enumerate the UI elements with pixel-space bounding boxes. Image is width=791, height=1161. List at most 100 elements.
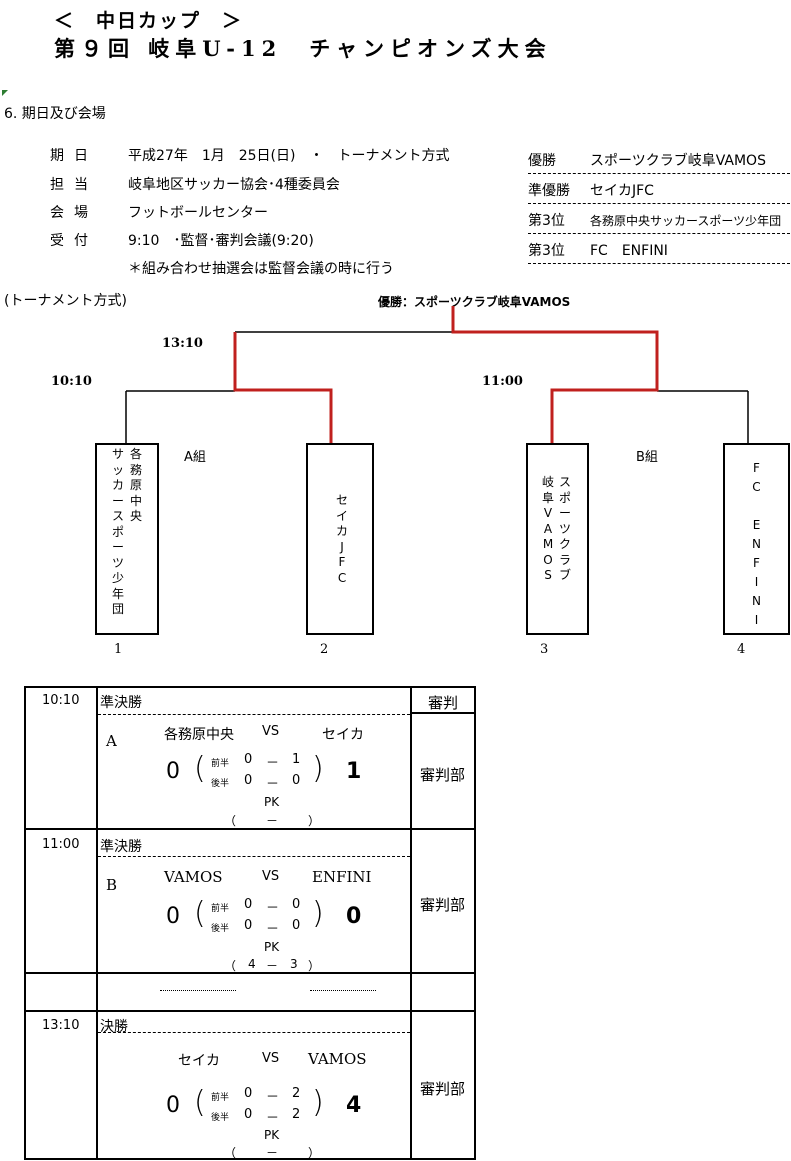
away-score: 4 xyxy=(346,1093,362,1118)
result-label: 第3位 xyxy=(528,243,565,259)
bracket-lines xyxy=(125,306,749,444)
pk-dash: － xyxy=(266,1146,279,1160)
pk-close: ） xyxy=(308,1146,321,1160)
info-value: 岐阜地区サッカー協会･4種委員会 xyxy=(128,177,340,193)
event-title: 第９回 岐阜U-12 チャンピオンズ大会 xyxy=(54,36,552,61)
divider xyxy=(98,856,410,857)
pk-close: ） xyxy=(308,959,321,973)
paren-open: ( xyxy=(194,751,206,786)
second-half-home: 0 xyxy=(244,918,253,933)
info-value: フットボールセンター xyxy=(128,205,268,221)
match-round: 準決勝 xyxy=(100,839,142,855)
result-third-1: 第3位 各務原中央サッカースポーツ少年団 xyxy=(528,204,790,234)
cell-comment-marker-icon xyxy=(2,90,8,96)
match-group: A xyxy=(106,732,117,750)
group-a-label: A組 xyxy=(184,450,206,465)
info-row-venue: 会場 フットボールセンター xyxy=(50,202,268,222)
referee: 審判部 xyxy=(420,1080,466,1098)
team-box-1: サッカースポーツ少年団 各務原中央 xyxy=(95,443,159,635)
info-value: 9:10 ･監督･審判会議(9:20) xyxy=(128,233,314,249)
first-half-away: 0 xyxy=(292,897,301,912)
match-schedule-table: 審判 10:10 準決勝 A 各務原中央 VS セイカ 0 ( 前半 後半 0 … xyxy=(24,686,476,1160)
first-half-home: 0 xyxy=(244,752,253,767)
divider xyxy=(26,1010,474,1012)
match-time: 10:10 xyxy=(42,693,80,708)
second-half-home: 0 xyxy=(244,1107,253,1122)
pk-label: PK xyxy=(264,940,280,954)
first-half-home: 0 xyxy=(244,897,253,912)
pk-dash: － xyxy=(266,959,279,973)
result-value: 各務原中央サッカースポーツ少年団 xyxy=(590,214,782,228)
team-name-col-left: サッカースポーツ少年団 xyxy=(112,447,125,616)
info-label: 会場 xyxy=(50,205,98,221)
first-half-label: 前半 xyxy=(211,759,230,769)
paren-open: ( xyxy=(194,896,206,931)
bracket-winner-label: 優勝：スポーツクラブ岐阜VAMOS xyxy=(378,295,571,309)
semi-b-time: 11:00 xyxy=(482,374,523,389)
vs-label: VS xyxy=(262,1051,280,1066)
team-number-2: 2 xyxy=(320,642,329,657)
event-subtitle: ＜ 中日カップ ＞ xyxy=(54,10,244,32)
pk-label: PK xyxy=(264,795,280,809)
result-value: スポーツクラブ岐阜VAMOS xyxy=(590,153,766,169)
home-team: VAMOS xyxy=(164,868,223,886)
match-round: 準決勝 xyxy=(100,695,142,711)
match-round: 決勝 xyxy=(100,1019,128,1035)
result-label: 準優勝 xyxy=(528,183,570,199)
home-team: 各務原中央 xyxy=(164,727,234,743)
info-row-reception: 受付 9:10 ･監督･審判会議(9:20) xyxy=(50,230,314,250)
info-row-date: 期日平成27年 1月 25日(日) ・ トーナメント方式 xyxy=(50,145,449,165)
divider xyxy=(96,688,98,1158)
divider xyxy=(26,972,474,974)
paren-close: ) xyxy=(312,1085,324,1120)
divider xyxy=(26,828,474,830)
match-group: B xyxy=(106,876,118,894)
home-score: 0 xyxy=(166,1093,180,1118)
result-champion: 優勝 スポーツクラブ岐阜VAMOS xyxy=(528,144,790,174)
divider xyxy=(410,688,412,1158)
pk-open: （ xyxy=(224,814,237,828)
pk-close: ） xyxy=(308,814,321,828)
match-time: 13:10 xyxy=(42,1018,80,1033)
second-half-label: 後半 xyxy=(211,1113,230,1123)
second-half-label: 後半 xyxy=(211,779,230,789)
first-half-dash: － xyxy=(266,901,280,916)
second-half-dash: － xyxy=(266,777,280,792)
second-half-away: 0 xyxy=(292,773,301,788)
second-half-dash: － xyxy=(266,922,280,937)
home-score: 0 xyxy=(166,904,180,929)
pk-label: PK xyxy=(264,1128,280,1142)
section-heading: 6. 期日及び会場 xyxy=(4,106,106,122)
pk-dash: － xyxy=(266,814,279,828)
second-half-away: 0 xyxy=(292,918,301,933)
result-runner-up: 準優勝 セイカJFC xyxy=(528,174,790,204)
first-half-label: 前半 xyxy=(211,1093,230,1103)
pk-away: 3 xyxy=(290,957,298,971)
second-half-dash: － xyxy=(266,1111,280,1126)
away-team: ENFINI xyxy=(312,868,372,886)
tournament-format-label: (トーナメント方式) xyxy=(4,293,127,309)
placeholder-dots xyxy=(310,990,376,991)
vs-label: VS xyxy=(262,869,280,884)
info-row-organizer: 担当 岐阜地区サッカー協会･4種委員会 xyxy=(50,174,340,194)
final-time: 13:10 xyxy=(162,336,203,351)
match-time: 11:00 xyxy=(42,837,80,852)
away-score: 1 xyxy=(346,759,362,784)
second-half-label: 後半 xyxy=(211,924,230,934)
second-half-away: 2 xyxy=(292,1107,301,1122)
away-team: セイカ xyxy=(322,727,364,743)
divider xyxy=(98,1032,410,1033)
referee: 審判部 xyxy=(420,896,466,914)
divider xyxy=(410,712,474,714)
info-label: 担当 xyxy=(50,177,98,193)
info-label: 期日 xyxy=(50,148,98,164)
info-label: 受付 xyxy=(50,233,98,249)
pk-home: 4 xyxy=(248,957,256,971)
team-name-col-right: スポーツクラブ xyxy=(559,475,572,582)
referee: 審判部 xyxy=(420,766,466,784)
result-value: セイカJFC xyxy=(590,183,654,199)
paren-open: ( xyxy=(194,1085,206,1120)
